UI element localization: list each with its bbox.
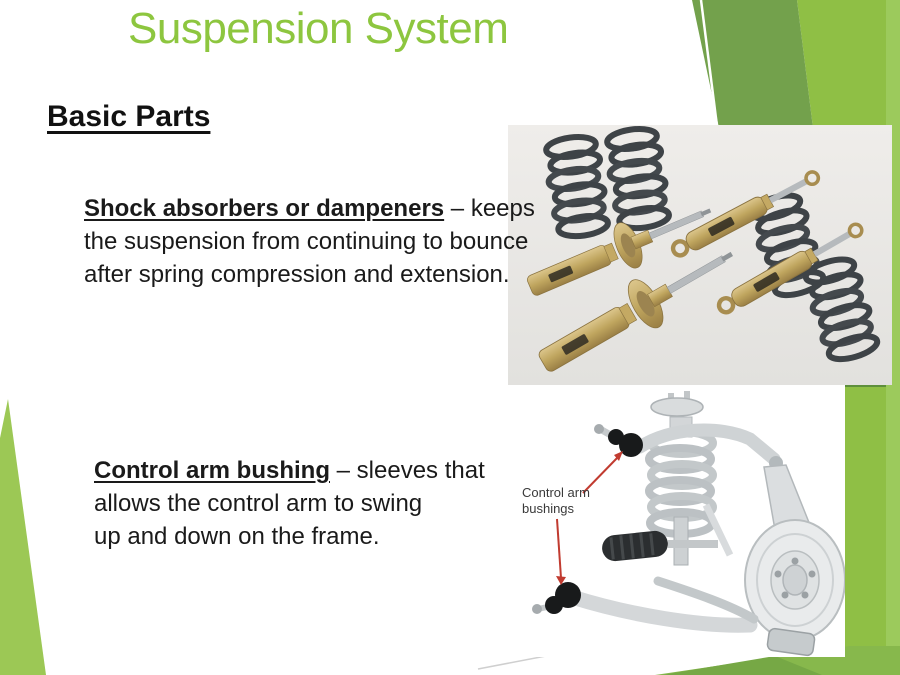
shock-absorbers-text: Shock absorbers or dampeners – keeps the… — [84, 192, 554, 291]
control-arm-line-3: up and down on the frame. — [94, 523, 380, 550]
white-diagonal-line — [699, 0, 719, 127]
control-arm-line-2: allows the control arm to swing — [94, 490, 423, 517]
control-arm-after-term: – sleeves that — [330, 457, 485, 484]
mount-stud — [684, 391, 690, 401]
brake-caliper — [766, 627, 816, 657]
shock-absorbers-photo — [508, 125, 892, 385]
strut-top-mount — [650, 397, 704, 417]
green-wedge-bottom-dark — [662, 656, 822, 675]
lower-control-arm — [564, 589, 758, 633]
lower-control-arm-bushing — [532, 582, 581, 614]
steering-boot — [602, 530, 668, 562]
heading-basic-parts: Basic Parts — [47, 100, 211, 133]
control-arm-photo: Control arm bushings — [510, 385, 845, 657]
brake-disc — [744, 519, 845, 641]
slide-title: Suspension System — [128, 4, 509, 53]
control-arm-bushings-label: Control arm bushings — [522, 485, 590, 516]
green-triangle-bottom-left — [0, 399, 46, 675]
control-arm-illustration — [532, 391, 845, 657]
shock-absorbers-line-3: after spring compression and extension. — [84, 261, 510, 288]
upper-control-arm-bushing — [594, 424, 643, 457]
sway-bar-link — [702, 503, 734, 557]
shock-absorbers-illustration — [508, 125, 892, 385]
upper-control-arm — [633, 423, 781, 466]
green-wedge-dark-top — [692, 0, 813, 128]
tie-rod — [668, 540, 718, 548]
shock-absorbers-after-term: – keeps — [444, 195, 535, 222]
control-arm-text: Control arm bushing – sleeves that allow… — [94, 454, 514, 553]
lower-control-arm-branch — [653, 576, 759, 624]
green-edge-line — [822, 384, 893, 387]
control-arm-term: Control arm bushing — [94, 457, 330, 484]
shock-absorbers-term: Shock absorbers or dampeners — [84, 195, 445, 222]
annotation-arrows — [556, 451, 623, 585]
shock-absorbers-line-2: the suspension from continuing to bounce — [84, 228, 529, 255]
